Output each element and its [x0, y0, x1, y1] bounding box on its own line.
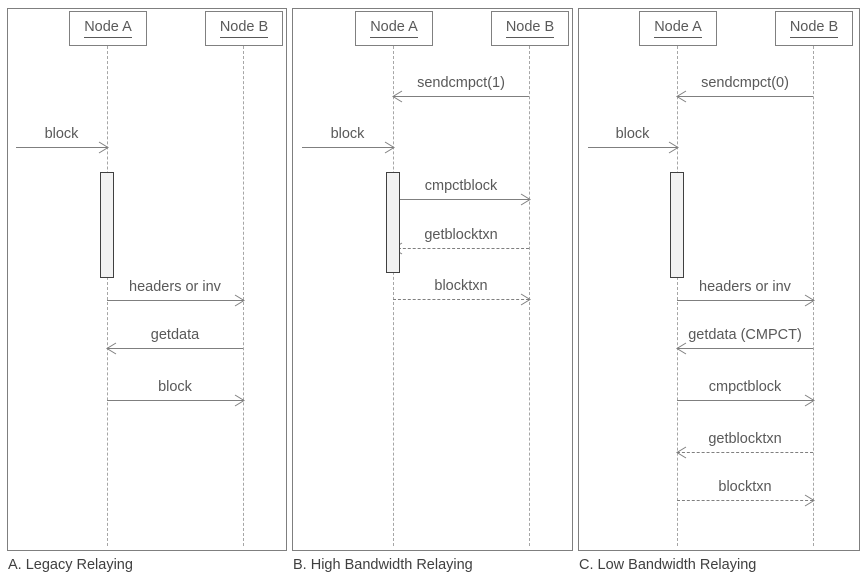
arrowhead-icon	[98, 141, 109, 154]
message-line	[393, 199, 529, 200]
message-label: cmpctblock	[708, 379, 782, 396]
message-line	[16, 147, 107, 148]
participant-label: Node A	[370, 19, 418, 38]
lifeline-node-a	[677, 46, 678, 546]
message-label: block	[44, 126, 79, 143]
message-line	[677, 400, 813, 401]
participant-box-node-b[interactable]: Node B	[775, 11, 853, 46]
message-line	[393, 299, 529, 300]
message-line	[302, 147, 393, 148]
message-line	[107, 348, 243, 349]
activation-bar-node-a	[100, 172, 114, 278]
arrowhead-icon	[676, 342, 687, 355]
participant-box-node-a[interactable]: Node A	[69, 11, 147, 46]
activation-bar-node-a	[670, 172, 684, 278]
arrowhead-icon	[520, 193, 531, 206]
message-label: getdata (CMPCT)	[688, 327, 802, 344]
activation-bar-node-a	[386, 172, 400, 273]
message-label: sendcmpct(1)	[417, 75, 505, 92]
message-line	[677, 452, 813, 453]
message-label: cmpctblock	[424, 178, 498, 195]
diagram-panel-a	[7, 8, 287, 551]
participant-label: Node B	[505, 19, 555, 38]
arrowhead-icon	[384, 141, 395, 154]
message-line	[677, 348, 813, 349]
participant-box-node-a[interactable]: Node A	[639, 11, 717, 46]
participant-box-node-b[interactable]: Node B	[491, 11, 569, 46]
participant-label: Node A	[654, 19, 702, 38]
participant-box-node-b[interactable]: Node B	[205, 11, 283, 46]
message-label: headers or inv	[699, 279, 791, 296]
lifeline-node-b	[529, 46, 530, 546]
lifeline-node-b	[813, 46, 814, 546]
arrowhead-icon	[676, 446, 687, 459]
message-line	[393, 248, 529, 249]
panel-caption-a: A. Legacy Relaying	[8, 557, 133, 573]
participant-box-node-a[interactable]: Node A	[355, 11, 433, 46]
message-label: block	[615, 126, 650, 143]
message-label: headers or inv	[129, 279, 221, 296]
message-label: blocktxn	[434, 278, 488, 295]
arrowhead-icon	[804, 294, 815, 307]
diagram-panel-b	[292, 8, 573, 551]
message-line	[393, 96, 529, 97]
message-label: getblocktxn	[708, 431, 782, 448]
arrowhead-icon	[668, 141, 679, 154]
message-label: getdata	[150, 327, 200, 344]
arrowhead-icon	[676, 90, 687, 103]
lifeline-node-b	[243, 46, 244, 546]
message-line	[677, 96, 813, 97]
lifeline-node-a	[393, 46, 394, 546]
message-label: getblocktxn	[424, 227, 498, 244]
arrowhead-icon	[106, 342, 117, 355]
message-line	[677, 500, 813, 501]
message-line	[677, 300, 813, 301]
message-label: blocktxn	[718, 479, 772, 496]
message-label: block	[158, 379, 192, 396]
arrowhead-icon	[234, 394, 245, 407]
arrowhead-icon	[520, 293, 531, 306]
message-label: sendcmpct(0)	[701, 75, 789, 92]
panel-caption-b: B. High Bandwidth Relaying	[293, 557, 473, 573]
message-label: block	[330, 126, 365, 143]
panel-caption-c: C. Low Bandwidth Relaying	[579, 557, 757, 573]
participant-label: Node B	[219, 19, 269, 38]
arrowhead-icon	[392, 90, 403, 103]
arrowhead-icon	[804, 394, 815, 407]
message-line	[588, 147, 677, 148]
lifeline-node-a	[107, 46, 108, 546]
participant-label: Node B	[789, 19, 839, 38]
message-line	[107, 400, 243, 401]
participant-label: Node A	[84, 19, 132, 38]
arrowhead-icon	[804, 494, 815, 507]
message-line	[107, 300, 243, 301]
arrowhead-icon	[234, 294, 245, 307]
